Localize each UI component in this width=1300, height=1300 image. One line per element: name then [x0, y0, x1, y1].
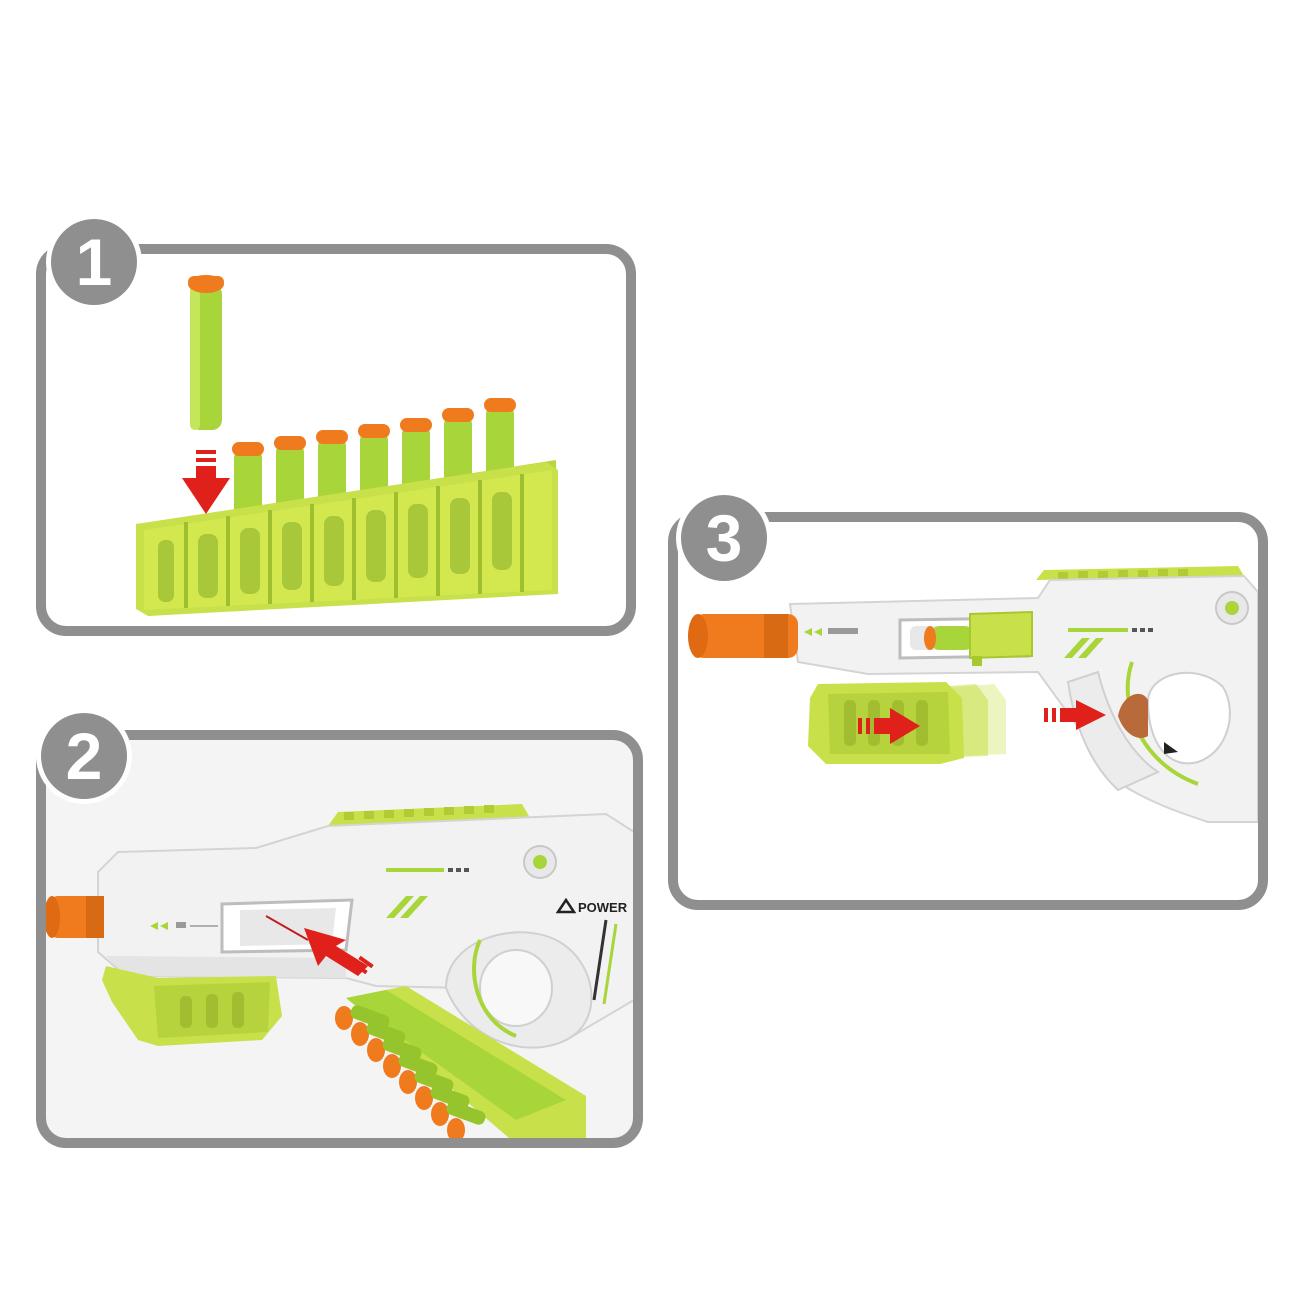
step-2-illustration: POWER	[46, 804, 633, 1138]
brand-label: POWER	[578, 900, 628, 915]
foregrip	[102, 966, 282, 1046]
step-3-panel	[668, 512, 1268, 910]
blaster-body	[788, 574, 1258, 823]
barrel-tip	[46, 896, 104, 938]
trigger-arrow-icon	[1044, 700, 1106, 730]
dart-clip	[136, 462, 558, 616]
step-1-badge: 1	[46, 214, 142, 310]
step-1-panel	[36, 244, 636, 636]
slide-arrow-icon	[858, 708, 920, 744]
step-3-badge: 3	[676, 490, 772, 586]
blaster-body	[97, 812, 633, 1049]
step-2-panel: POWER	[36, 730, 643, 1148]
insert-arrow-icon	[182, 450, 230, 514]
barrel-tip	[688, 614, 798, 658]
step-2-badge: 2	[36, 708, 132, 804]
step-3-illustration	[688, 566, 1258, 823]
loose-dart	[188, 275, 224, 430]
step-1-illustration	[136, 275, 558, 616]
dart-clip	[335, 986, 586, 1138]
insert-arrow-icon	[304, 928, 374, 976]
